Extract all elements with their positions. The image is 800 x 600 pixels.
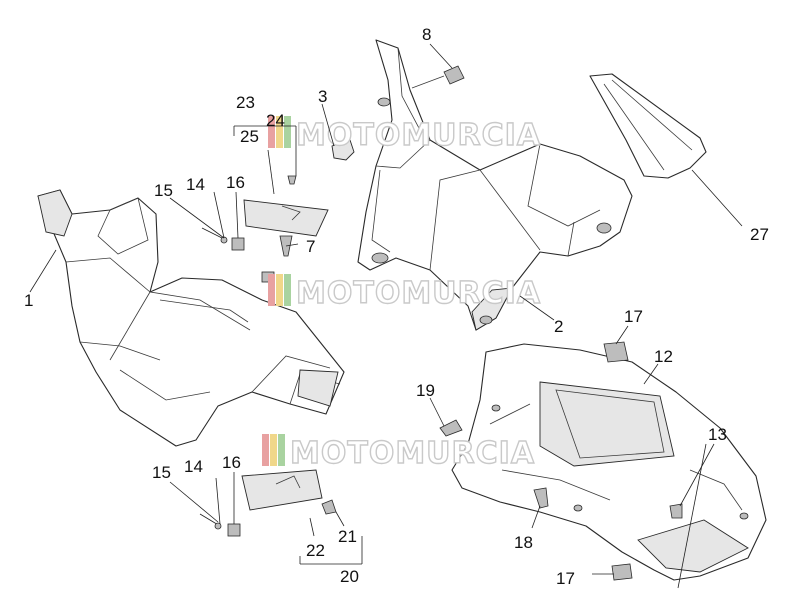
callout-2: 2: [554, 317, 563, 336]
watermark-logo-2: MOTOMURCIA: [268, 274, 541, 312]
callout-16-upper: 16: [226, 173, 245, 192]
callout-18: 18: [514, 533, 533, 552]
part-1-handlebar-front-cover: [37, 189, 345, 447]
callout-25: 25: [240, 127, 259, 146]
watermark-text: MOTOMURCIA: [296, 276, 541, 311]
callout-8: 8: [422, 25, 431, 44]
part-3-bracket: [331, 139, 355, 161]
watermark-stripe-red: [268, 116, 275, 148]
callout-22: 22: [306, 541, 325, 560]
callout-17-lower: 17: [556, 569, 575, 588]
watermark-stripe-green: [284, 274, 291, 306]
watermark-stripe-green: [284, 116, 291, 148]
watermark-text: MOTOMURCIA: [290, 436, 535, 471]
callout-14-lower: 14: [184, 457, 203, 476]
watermark-stripe-yellow: [276, 116, 283, 148]
part-8-screw: [411, 65, 465, 89]
callout-14-upper: 14: [186, 175, 205, 194]
hardware-set-lower: [199, 341, 683, 581]
callout-21: 21: [338, 527, 357, 546]
hardware-set-upper: [201, 175, 329, 283]
watermark-stripe-red: [268, 274, 275, 306]
leader-lines: [29, 43, 743, 589]
callout-3: 3: [318, 87, 327, 106]
watermark-stripe-red: [262, 434, 269, 466]
callout-12: 12: [654, 347, 673, 366]
callout-17-upper: 17: [624, 307, 643, 326]
callout-15-upper: 15: [154, 181, 173, 200]
callout-1: 1: [24, 291, 33, 310]
callout-labels: 1 2 3 7 8 12 13 14 14 15 15 16 16 17 17 …: [24, 25, 769, 588]
part-12-lower-housing: [451, 343, 767, 581]
callout-15-lower: 15: [152, 463, 171, 482]
callout-20: 20: [340, 567, 359, 586]
part-27-side-trim: [589, 73, 707, 179]
callout-23: 23: [236, 93, 255, 112]
callout-24: 24: [266, 111, 285, 130]
callout-19: 19: [416, 381, 435, 400]
callout-13: 13: [708, 425, 727, 444]
watermark-logo-3: MOTOMURCIA: [262, 434, 535, 472]
callout-16-lower: 16: [222, 453, 241, 472]
watermark-stripe-yellow: [276, 274, 283, 306]
watermark-stripe-yellow: [270, 434, 277, 466]
watermark-stripe-green: [278, 434, 285, 466]
callout-7: 7: [306, 237, 315, 256]
callout-27: 27: [750, 225, 769, 244]
watermark-logo-1: MOTOMURCIA: [268, 116, 541, 154]
watermark-text: MOTOMURCIA: [296, 118, 541, 153]
part-2-rear-cover: [357, 39, 633, 331]
